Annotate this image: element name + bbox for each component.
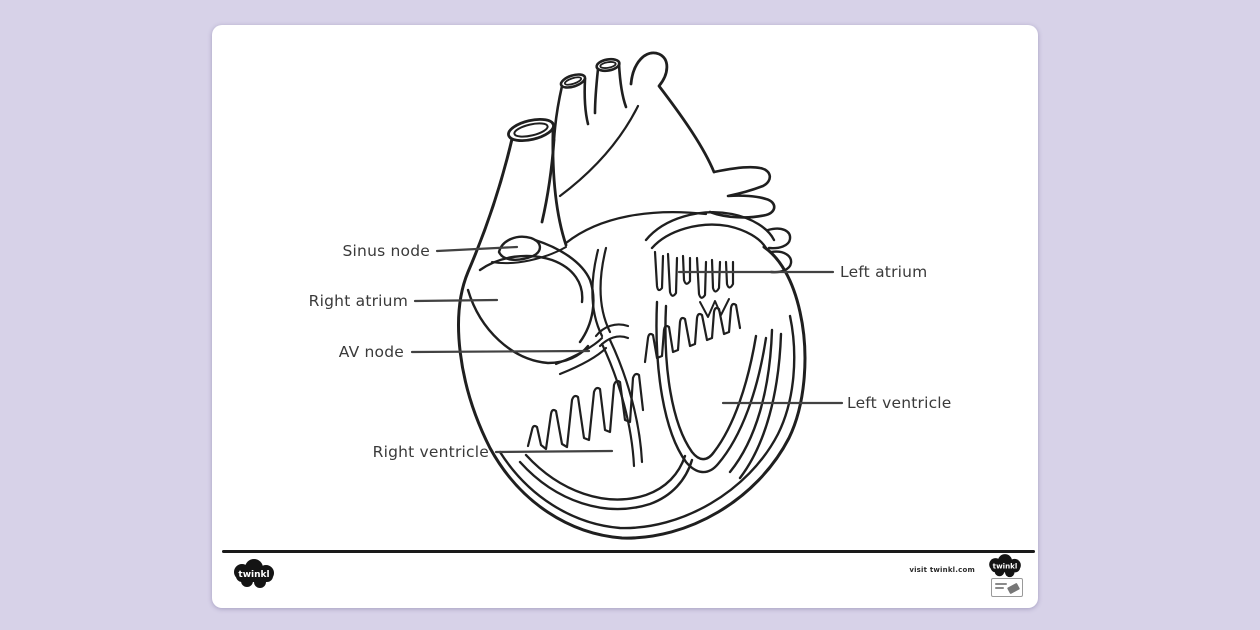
visit-twinkl-text: visit twinkl.com (909, 566, 975, 574)
right-ventricle-trabeculae (526, 372, 645, 451)
label-right-ventricle: Right ventricle (372, 443, 489, 461)
heart-outline (457, 137, 807, 540)
twinkl-logo-text: twinkl (238, 570, 269, 580)
superior-vena-cava (507, 117, 568, 247)
right-ventricle-floor (518, 453, 694, 511)
mitral-chordae (653, 250, 735, 318)
label-right-atrium: Right atrium (308, 292, 408, 310)
septum (591, 246, 644, 468)
footer-divider (222, 550, 1035, 553)
left-atrium-wall (644, 211, 776, 250)
worksheet-page (212, 25, 1038, 608)
left-ventricle-chamber (655, 300, 783, 480)
pulmonary-artery (564, 165, 776, 245)
left-ventricle-trabeculae (643, 302, 742, 364)
twinkl-logo-cloud-icon-small: twinkl (989, 554, 1021, 578)
leader-line-av-node (410, 349, 591, 354)
label-sinus-node: Sinus node (342, 242, 430, 260)
twinkl-logo-text-small: twinkl (993, 561, 1018, 570)
label-av-node: AV node (338, 343, 404, 361)
av-node-area (554, 323, 630, 376)
leader-line-right-atrium (413, 298, 499, 303)
aorta (540, 51, 716, 224)
leader-line-sinus-node (435, 245, 519, 253)
label-left-ventricle: Left ventricle (847, 394, 952, 412)
qr-badge-icon (991, 578, 1023, 597)
label-left-atrium: Left atrium (840, 263, 928, 281)
right-atrium-chamber (466, 238, 595, 365)
aorta-branches (552, 57, 628, 142)
sinus-node-shape (497, 235, 542, 261)
heart-inner-wall (498, 314, 796, 530)
twinkl-logo-cloud-icon: twinkl (234, 559, 274, 588)
leader-line-right-ventricle (494, 449, 614, 454)
